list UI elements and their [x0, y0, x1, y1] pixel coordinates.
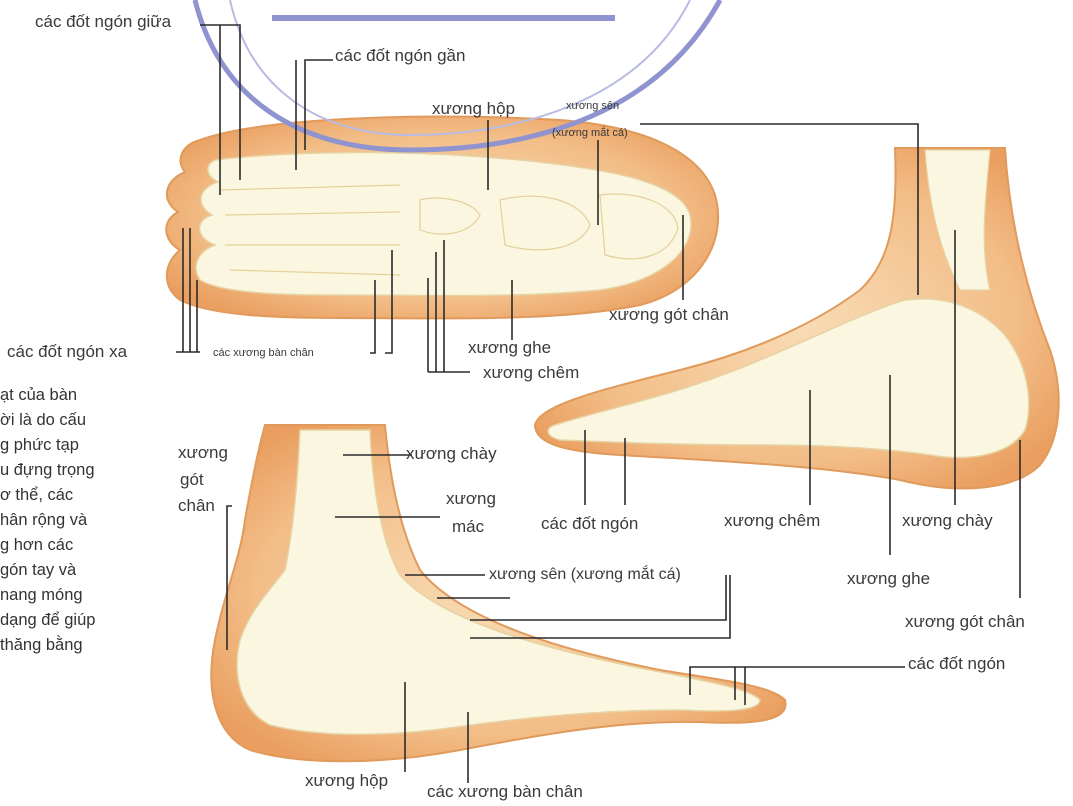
- label-navicular-top: xương ghe: [468, 339, 551, 357]
- body-line: ời là do cấu: [0, 408, 165, 433]
- bottom-foot-illustration: [211, 425, 785, 761]
- label-proximal-phalanges-top: các đốt ngón gần: [335, 47, 465, 65]
- label-calcaneus-bottom-2: gót: [180, 471, 204, 489]
- body-line: gón tay và: [0, 558, 165, 583]
- label-cuneiform-top: xương chêm: [483, 364, 579, 382]
- body-paragraph: ạt của bàn ời là do cấu g phức tạp u đựn…: [0, 383, 165, 658]
- label-middle-phalanges-top: các đốt ngón giữa: [35, 13, 171, 31]
- body-line: hân rộng và: [0, 508, 165, 533]
- body-line: g hơn các: [0, 533, 165, 558]
- label-fibula-bottom-2: mác: [452, 518, 484, 536]
- label-navicular-right: xương ghe: [847, 570, 930, 588]
- body-line: g phức tạp: [0, 433, 165, 458]
- body-line: nang móng: [0, 583, 165, 608]
- label-cuneiform-right: xương chêm: [724, 512, 820, 530]
- label-talus-bottom: xương sên (xương mắt cá): [489, 567, 681, 584]
- label-talus-top: xương sên: [566, 101, 619, 113]
- body-line: u đựng trọng: [0, 458, 165, 483]
- label-fibula-bottom-1: xương: [446, 490, 496, 508]
- body-line: ạt của bàn: [0, 383, 165, 408]
- label-calcaneus-top: xương gót chân: [609, 306, 729, 324]
- label-calcaneus-right: xương gót chân: [905, 613, 1025, 631]
- body-line: thăng bằng: [0, 633, 165, 658]
- label-metatarsals-bottom: các xương bàn chân: [427, 783, 583, 801]
- label-metatarsals-top: các xương bàn chân: [213, 348, 314, 360]
- body-line: ơ thể, các: [0, 483, 165, 508]
- label-phalanges-right: các đốt ngón: [541, 515, 638, 533]
- label-cuboid-bottom: xương hộp: [305, 772, 388, 790]
- label-distal-phalanges-top: các đốt ngón xa: [7, 343, 127, 361]
- label-tibia-right: xương chày: [902, 512, 993, 530]
- body-line: dạng để giúp: [0, 608, 165, 633]
- label-calcaneus-bottom-1: xương: [178, 444, 228, 462]
- label-talus-alt-top: (xương mắt cá): [552, 128, 628, 140]
- label-tibia-bottom: xương chày: [406, 445, 497, 463]
- label-cuboid-top: xương hộp: [432, 100, 515, 118]
- label-phalanges-bottom: các đốt ngón: [908, 655, 1005, 673]
- label-calcaneus-bottom-3: chân: [178, 497, 215, 515]
